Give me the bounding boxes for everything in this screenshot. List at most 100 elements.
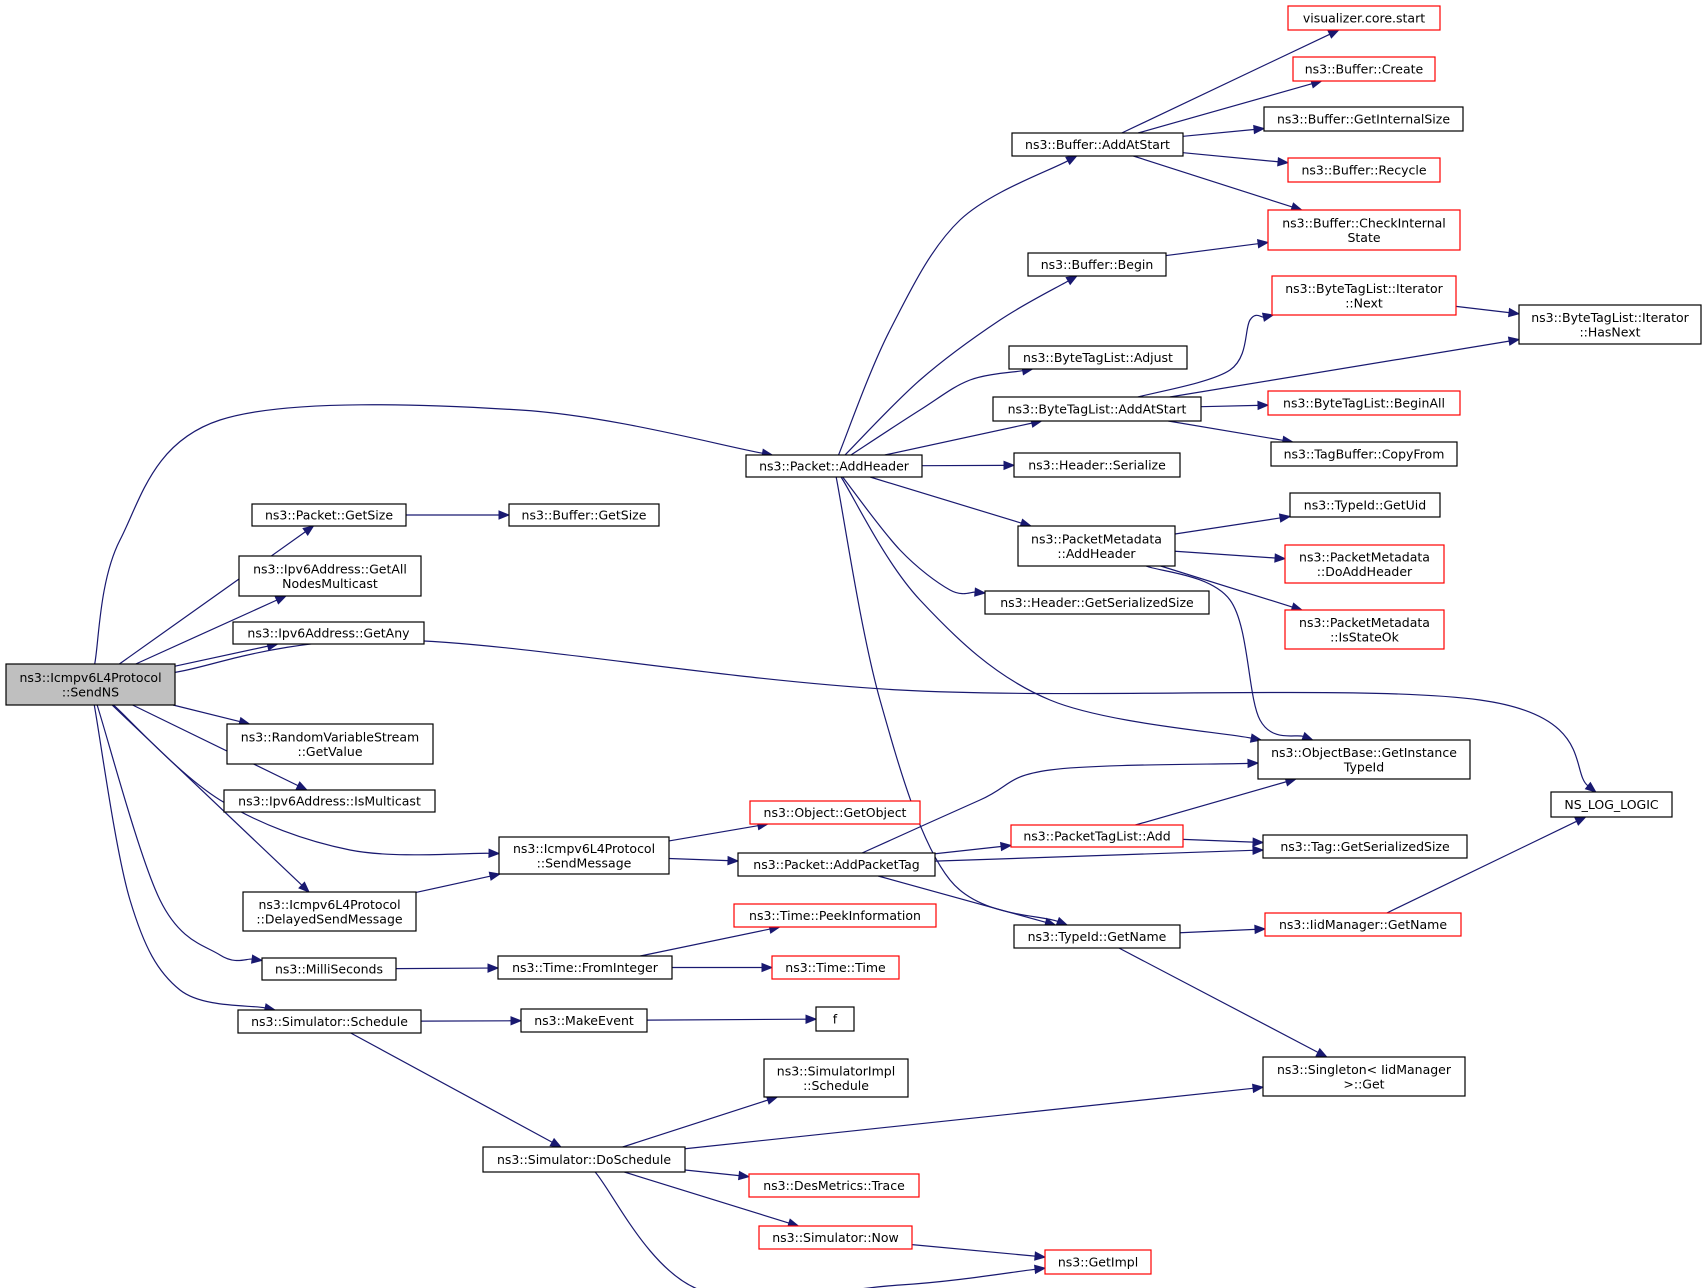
- node-box: [1289, 492, 1441, 518]
- node-btl_beginall[interactable]: ns3::ByteTagList::BeginAll: [1267, 390, 1461, 416]
- node-buf_getsize[interactable]: ns3::Buffer::GetSize: [508, 503, 660, 527]
- node-pkt_addpackettag[interactable]: ns3::Packet::AddPacketTag: [737, 852, 936, 877]
- node-typeid_getuid[interactable]: ns3::TypeId::GetUid: [1289, 492, 1441, 518]
- node-buf_getinternal[interactable]: ns3::Buffer::GetInternalSize: [1263, 106, 1464, 132]
- node-makeevent[interactable]: ns3::MakeEvent: [520, 1008, 648, 1033]
- node-label: ns3::Simulator::Schedule: [251, 1014, 408, 1029]
- edge-line: [1200, 404, 1259, 408]
- node-simimpl_schedule[interactable]: ns3::SimulatorImpl::Schedule: [763, 1058, 909, 1098]
- node-pm_isstateok[interactable]: ns3::PacketMetadata::IsStateOk: [1284, 609, 1445, 650]
- node-visualizer[interactable]: visualizer.core.start: [1287, 5, 1441, 31]
- node-label: ::SendNS: [62, 684, 119, 699]
- node-box: [1257, 739, 1471, 780]
- node-buf_addatstart[interactable]: ns3::Buffer::AddAtStart: [1011, 132, 1184, 157]
- arrowhead-icon: [727, 855, 740, 866]
- node-getimpl[interactable]: ns3::GetImpl: [1044, 1249, 1152, 1275]
- node-box: [508, 503, 660, 527]
- node-icmp_delayed[interactable]: ns3::Icmpv6L4Protocol::DelayedSendMessag…: [242, 891, 417, 932]
- edge-line: [668, 825, 759, 842]
- node-label: ns3::Object::GetObject: [764, 805, 907, 820]
- node-label: ns3::Buffer::GetSize: [522, 508, 647, 523]
- node-pkt_addheader[interactable]: ns3::Packet::AddHeader: [745, 454, 923, 478]
- arrowhead-icon: [1252, 845, 1265, 856]
- node-buf_create[interactable]: ns3::Buffer::Create: [1292, 56, 1436, 82]
- node-sim_now[interactable]: ns3::Simulator::Now: [758, 1225, 913, 1250]
- edge-pkt_addheader-to-pm_addheader: [869, 476, 1033, 528]
- node-box: [1263, 106, 1464, 132]
- node-btl_addatstart[interactable]: ns3::ByteTagList::AddAtStart: [992, 396, 1202, 422]
- node-f[interactable]: f: [815, 1006, 855, 1032]
- edge-line: [869, 476, 1022, 524]
- edge-line: [1182, 152, 1279, 163]
- edge-line: [1455, 305, 1510, 314]
- node-obj_getobject[interactable]: ns3::Object::GetObject: [749, 800, 921, 825]
- node-time_time[interactable]: ns3::Time::Time: [771, 955, 900, 980]
- node-buf_recycle[interactable]: ns3::Buffer::Recycle: [1287, 157, 1441, 183]
- node-rvs_getvalue[interactable]: ns3::RandomVariableStream::GetValue: [226, 723, 434, 765]
- node-box: [1271, 275, 1457, 316]
- edge-sendns-to-milliseconds: [96, 704, 264, 964]
- node-label: State: [1347, 230, 1380, 245]
- edge-line: [1174, 517, 1281, 535]
- node-btl_it_next[interactable]: ns3::ByteTagList::Iterator::Next: [1271, 275, 1457, 316]
- edge-milliseconds-to-time_fromint: [395, 963, 500, 973]
- node-hdr_getsersize[interactable]: ns3::Header::GetSerializedSize: [984, 590, 1210, 615]
- node-hdr_serialize[interactable]: ns3::Header::Serialize: [1013, 452, 1181, 478]
- node-singleton_get[interactable]: ns3::Singleton< IidManager>::Get: [1262, 1056, 1466, 1097]
- edge-buf_begin-to-buf_checkinternal: [1165, 239, 1270, 257]
- arrowhead-icon: [1065, 155, 1078, 166]
- node-label: ns3::ByteTagList::Adjust: [1023, 350, 1173, 365]
- node-pm_doaddheader[interactable]: ns3::PacketMetadata::DoAddHeader: [1284, 544, 1445, 584]
- node-sendns[interactable]: ns3::Icmpv6L4Protocol::SendNS: [5, 663, 176, 706]
- edge-line: [646, 1018, 807, 1021]
- node-milliseconds[interactable]: ns3::MilliSeconds: [261, 957, 397, 981]
- node-label: NS_LOG_LOGIC: [1564, 797, 1659, 812]
- node-desmetrics_trace[interactable]: ns3::DesMetrics::Trace: [748, 1173, 920, 1198]
- node-box: [238, 555, 422, 597]
- edge-pkt_getsize-to-buf_getsize: [406, 510, 511, 520]
- node-label: ns3::Time::FromInteger: [512, 960, 659, 975]
- node-label: ns3::ObjectBase::GetInstance: [1271, 745, 1457, 760]
- node-label: ns3::ByteTagList::AddAtStart: [1008, 402, 1187, 417]
- edge-line: [1182, 128, 1255, 137]
- node-tagbuf_copyfrom[interactable]: ns3::TagBuffer::CopyFrom: [1270, 441, 1458, 467]
- edge-pkt_addheader-to-hdr_serialize: [921, 460, 1016, 471]
- node-sim_schedule[interactable]: ns3::Simulator::Schedule: [237, 1009, 422, 1034]
- arrowhead-icon: [488, 871, 502, 881]
- node-btl_it_hasnext[interactable]: ns3::ByteTagList::Iterator::HasNext: [1518, 304, 1702, 345]
- node-ipv6_getany[interactable]: ns3::Ipv6Address::GetAny: [232, 621, 425, 645]
- node-buf_begin[interactable]: ns3::Buffer::Begin: [1027, 252, 1167, 277]
- node-label: ns3::Packet::GetSize: [265, 508, 393, 523]
- node-btl_adjust[interactable]: ns3::ByteTagList::Adjust: [1008, 345, 1188, 370]
- node-box: [1008, 345, 1188, 370]
- node-tag_getsersize[interactable]: ns3::Tag::GetSerializedSize: [1262, 834, 1468, 859]
- node-pkt_getsize[interactable]: ns3::Packet::GetSize: [251, 503, 407, 527]
- node-ns_log_logic[interactable]: NS_LOG_LOGIC: [1550, 791, 1673, 818]
- node-typeid_getname[interactable]: ns3::TypeId::GetName: [1013, 924, 1181, 949]
- node-time_fromint[interactable]: ns3::Time::FromInteger: [497, 955, 673, 980]
- arrowhead-icon: [1000, 841, 1013, 852]
- node-sim_doschedule[interactable]: ns3::Simulator::DoSchedule: [482, 1146, 686, 1173]
- edge-line: [350, 1032, 553, 1143]
- arrowhead-icon: [1261, 312, 1275, 322]
- arrowhead-icon: [1254, 924, 1267, 935]
- edge-line: [118, 531, 306, 665]
- node-label: ns3::Singleton< IidManager: [1277, 1062, 1452, 1077]
- node-label: ns3::Packet::AddHeader: [759, 459, 910, 474]
- node-icmp_sendmessage[interactable]: ns3::Icmpv6L4Protocol::SendMessage: [498, 836, 670, 875]
- node-time_peek[interactable]: ns3::Time::PeekInformation: [733, 903, 937, 928]
- node-iid_getname[interactable]: ns3::IidManager::GetName: [1264, 912, 1462, 937]
- node-box: [498, 836, 670, 875]
- edge-sim_doschedule-to-simimpl_schedule: [622, 1095, 779, 1148]
- node-ptl_add[interactable]: ns3::PacketTagList::Add: [1010, 824, 1184, 848]
- edge-line: [172, 704, 240, 723]
- edge-line: [135, 599, 277, 665]
- node-label: ::DoAddHeader: [1317, 564, 1413, 579]
- node-pm_addheader[interactable]: ns3::PacketMetadata::AddHeader: [1017, 525, 1176, 567]
- node-ipv6_ismulticast[interactable]: ns3::Ipv6Address::IsMulticast: [223, 789, 436, 813]
- arrowhead-icon: [1253, 124, 1266, 135]
